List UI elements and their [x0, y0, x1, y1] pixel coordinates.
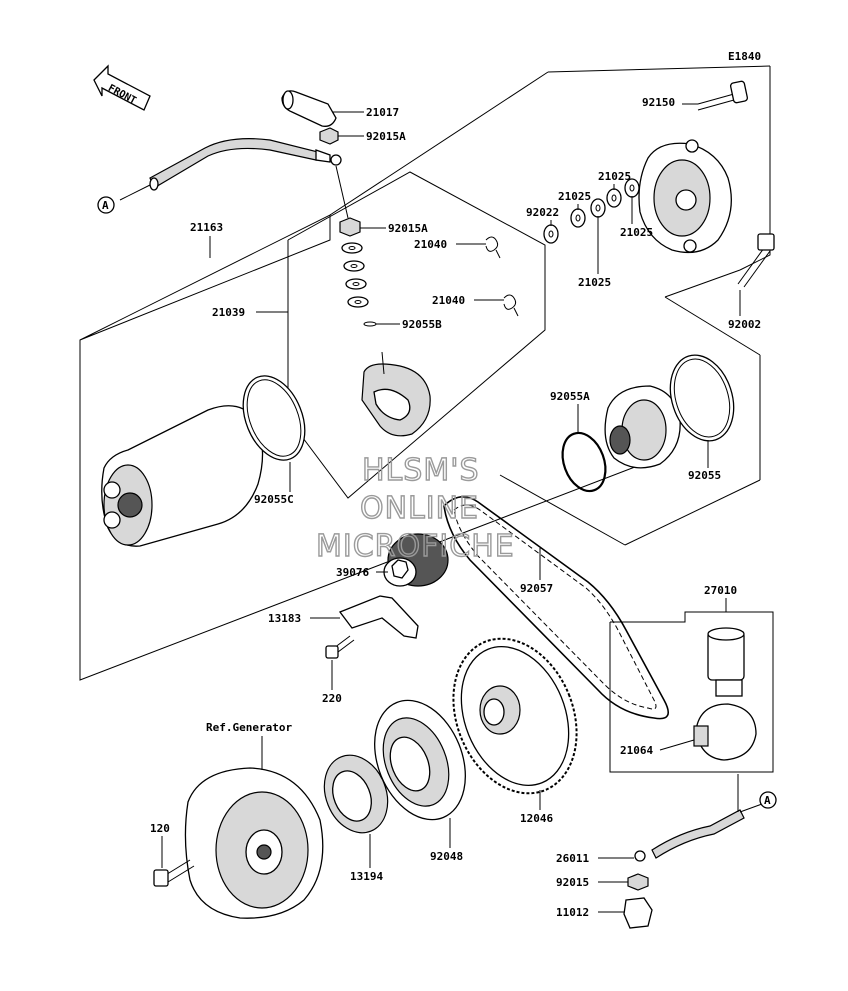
callout-92022: 92022 — [526, 206, 559, 219]
callout-21040-b: 21040 — [432, 294, 465, 307]
callout-21025-d: 21025 — [620, 226, 653, 239]
diagram-code: E1840 — [728, 50, 761, 63]
callout-120: 120 — [150, 822, 170, 835]
terminal-cap-part — [281, 90, 337, 127]
callout-11012: 11012 — [556, 906, 589, 919]
generator-rotor-part — [184, 767, 324, 919]
callout-13183: 13183 — [268, 612, 301, 625]
starter-cable-bottom — [634, 774, 763, 862]
callout-220: 220 — [322, 692, 342, 705]
chain-part — [443, 496, 670, 720]
nut-part-top — [319, 127, 339, 145]
callout-21025-c: 21025 — [578, 276, 611, 289]
watermark-line-1: HLSM'S — [362, 453, 480, 488]
connector-a-bottom: A — [759, 791, 777, 809]
callout-21017: 21017 — [366, 106, 399, 119]
bolt-220 — [325, 635, 355, 659]
relay-27010 — [707, 627, 745, 697]
callout-21064: 21064 — [620, 744, 653, 757]
front-bracket-part — [604, 385, 681, 469]
bolt-120 — [153, 859, 195, 887]
watermark-line-2: ONLINE — [360, 491, 479, 526]
callout-92055b: 92055B — [402, 318, 442, 331]
callout-92015a-mid: 92015A — [388, 222, 428, 235]
callout-21040-a: 21040 — [414, 238, 447, 251]
callout-92055a: 92055A — [550, 390, 590, 403]
callout-92055: 92055 — [688, 469, 721, 482]
motor-yoke-part — [101, 405, 264, 547]
callout-21039: 21039 — [212, 306, 245, 319]
connector-a-top-label: A — [102, 199, 109, 212]
o-ring-92055a — [561, 431, 607, 493]
brush-spring-parts — [485, 236, 519, 317]
end-cover-part — [638, 139, 732, 254]
callout-21163: 21163 — [190, 221, 223, 234]
callouts: 21017 92015A 21163 92015A 21040 21039 21… — [150, 96, 761, 919]
callout-27010: 27010 — [704, 584, 737, 597]
o-ring-92055 — [669, 354, 735, 442]
callout-12046: 12046 — [520, 812, 553, 825]
brush-plate-part — [361, 351, 431, 437]
callout-92015a-top: 92015A — [366, 130, 406, 143]
nut-92015 — [627, 873, 649, 891]
clutch-92048 — [374, 699, 466, 821]
connector-a-bottom-label: A — [764, 794, 771, 807]
callout-39076: 39076 — [336, 566, 369, 579]
callout-26011: 26011 — [556, 852, 589, 865]
clutch-13194 — [323, 754, 389, 834]
sprocket-39076 — [383, 533, 449, 587]
plate-13183 — [338, 595, 419, 639]
watermark-line-3: MICROFICHE — [316, 529, 515, 564]
callout-92055c: 92055C — [254, 493, 294, 506]
callout-ref-generator: Ref.Generator — [206, 721, 292, 734]
relay-cover-21064 — [693, 703, 757, 761]
washer-stack-part — [339, 217, 377, 327]
bolt-92002 — [737, 233, 775, 288]
callout-92002: 92002 — [728, 318, 761, 331]
callout-92150: 92150 — [642, 96, 675, 109]
front-arrow-icon: FRONT — [93, 64, 151, 111]
bolt-92150 — [697, 80, 749, 111]
watermark: HLSM'S ONLINE MICROFICHE — [315, 452, 515, 564]
callout-92048: 92048 — [430, 850, 463, 863]
callout-92057: 92057 — [520, 582, 553, 595]
connector-a-top: A — [97, 196, 115, 214]
callout-13194: 13194 — [350, 870, 383, 883]
callout-21025-b: 21025 — [598, 170, 631, 183]
o-ring-92055c — [242, 375, 306, 461]
terminal-cap-11012 — [623, 897, 653, 929]
callout-21025-a: 21025 — [558, 190, 591, 203]
gear-12046 — [452, 637, 578, 795]
starter-cable-top — [119, 138, 342, 201]
callout-92015: 92015 — [556, 876, 589, 889]
